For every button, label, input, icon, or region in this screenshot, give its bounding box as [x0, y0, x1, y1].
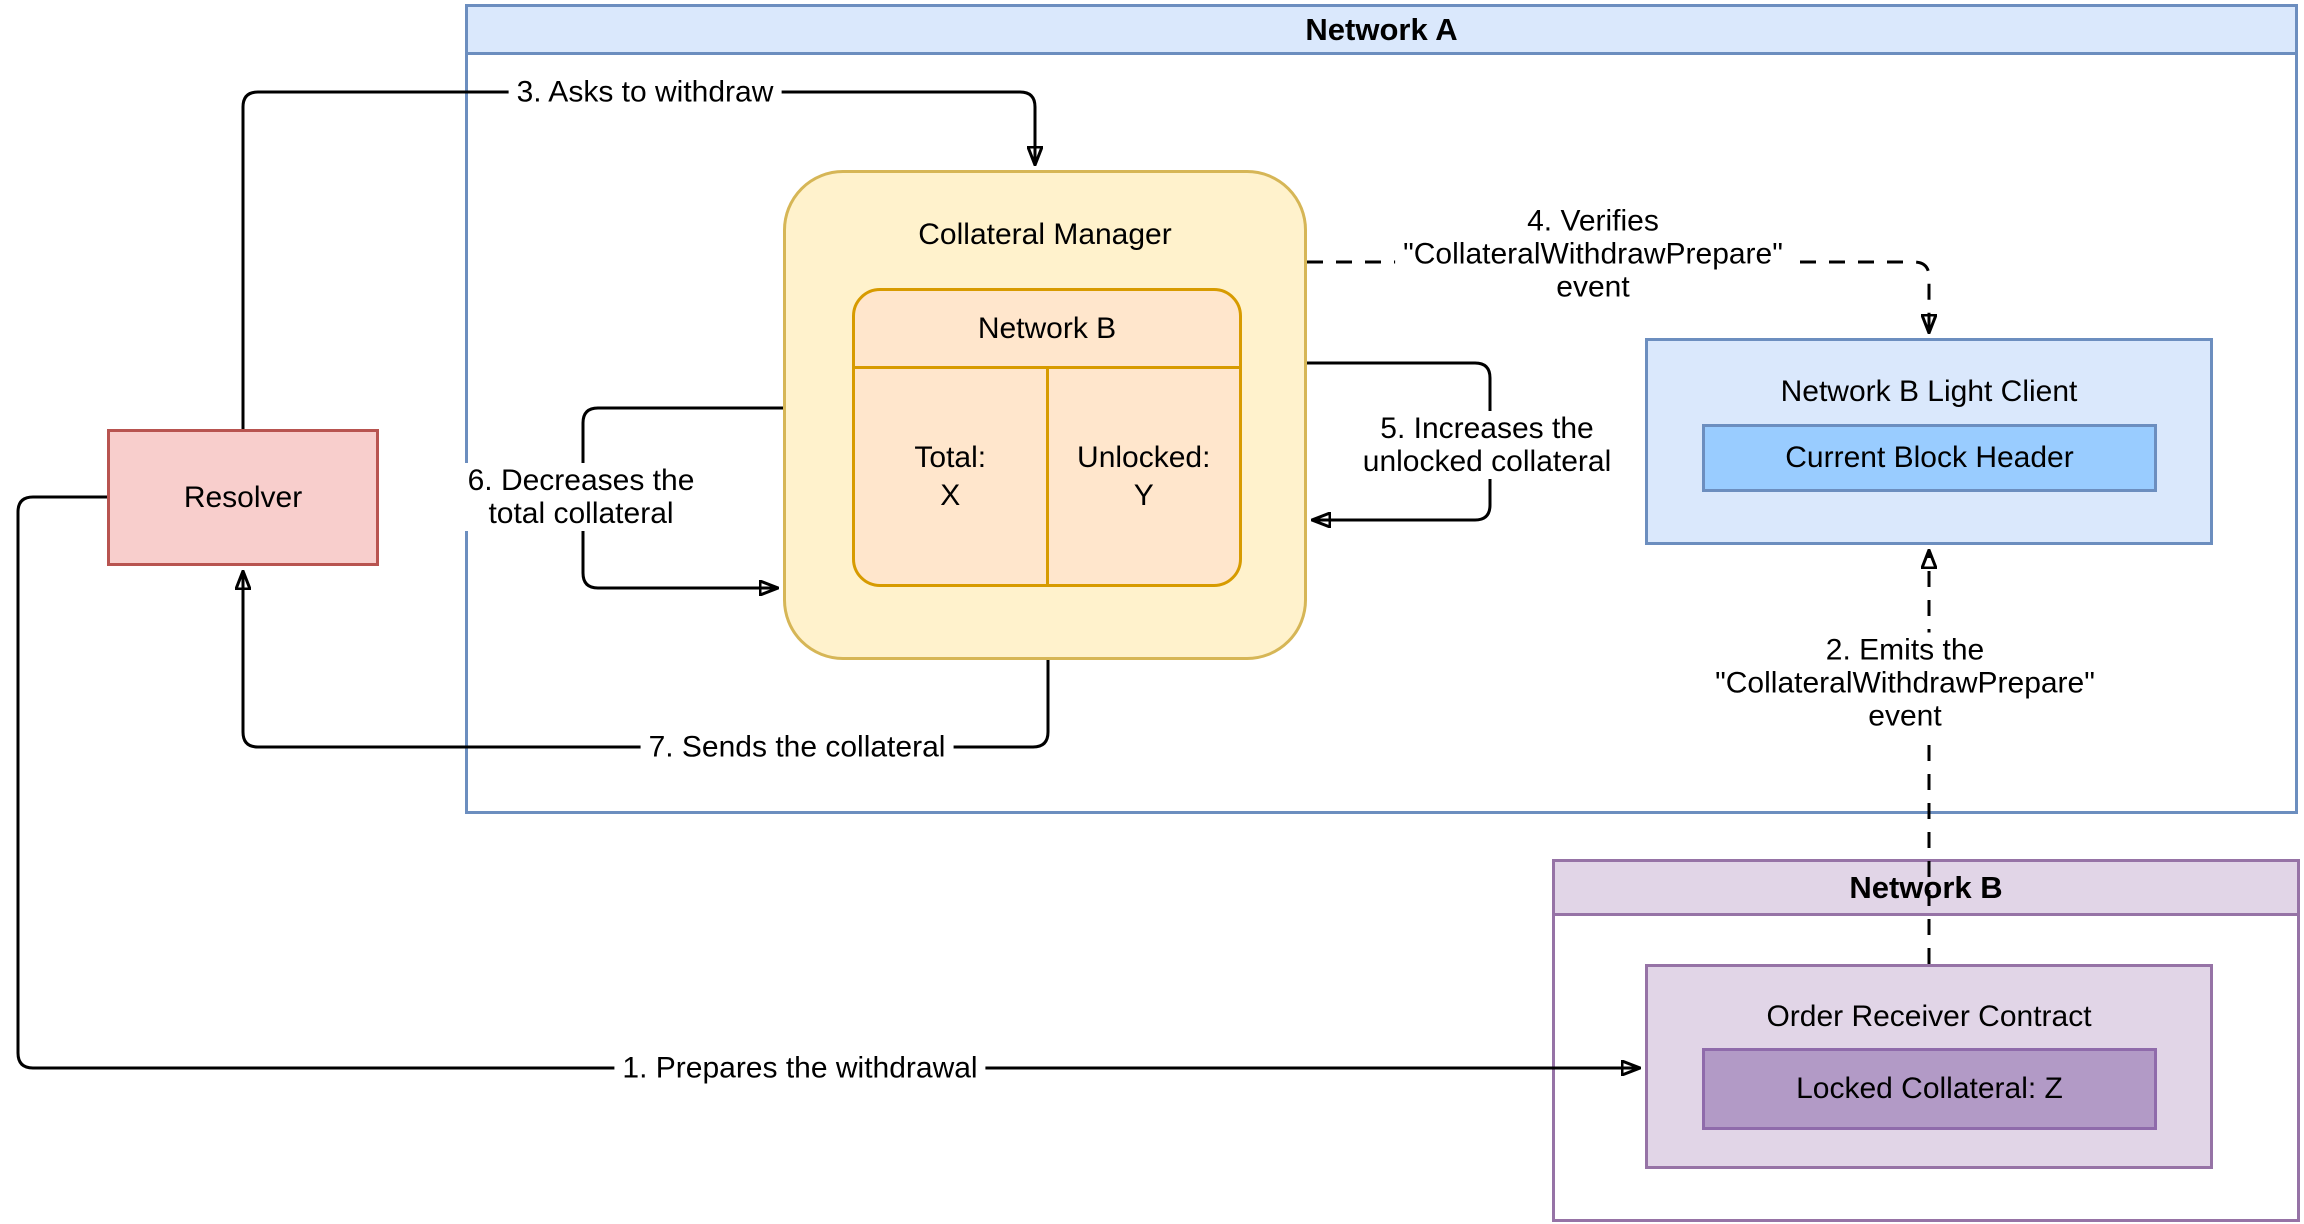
- network-a-header: Network A: [468, 7, 2295, 55]
- cm-cell-total: Total: X: [855, 369, 1046, 584]
- current-block-header-node: Current Block Header: [1702, 424, 2157, 492]
- edge-label-1-text: 1. Prepares the withdrawal: [622, 1051, 978, 1085]
- network-b-container: Network B: [1552, 859, 2300, 1222]
- edge-label-6: 6. Decreases the total collateral: [459, 463, 703, 531]
- cm-cell-unlocked-value: Y: [1133, 478, 1154, 512]
- network-a-title: Network A: [1305, 12, 1458, 47]
- cm-table-header-text: Network B: [977, 312, 1117, 345]
- cm-cell-unlocked: Unlocked: Y: [1045, 369, 1240, 584]
- edge-label-2-line1: 2. Emits the: [1825, 633, 1985, 667]
- edge-label-4-line2: "CollateralWithdrawPrepare": [1403, 237, 1783, 271]
- order-receiver-title-text: Order Receiver Contract: [1766, 1000, 2092, 1033]
- network-b-header: Network B: [1555, 862, 2297, 916]
- order-receiver-title: Order Receiver Contract: [1648, 999, 2210, 1035]
- locked-collateral-node: Locked Collateral: Z: [1702, 1048, 2157, 1130]
- cm-table-header: Network B: [855, 291, 1239, 369]
- edge-label-5-line1: 5. Increases the: [1380, 412, 1594, 445]
- edge-label-6-line2: total collateral: [488, 497, 674, 530]
- resolver-label: Resolver: [183, 480, 303, 514]
- edge-label-1: 1. Prepares the withdrawal: [614, 1050, 986, 1086]
- network-b-title: Network B: [1849, 870, 2003, 905]
- edge-label-4: 4. Verifies "CollateralWithdrawPrepare" …: [1395, 203, 1791, 305]
- edge-label-4-line3: event: [1556, 270, 1630, 304]
- light-client-title: Network B Light Client: [1648, 374, 2210, 410]
- cm-table-cells: Total: X Unlocked: Y: [855, 369, 1239, 584]
- resolver-node: Resolver: [107, 429, 379, 566]
- edge-label-2-line2: "CollateralWithdrawPrepare": [1715, 666, 2095, 700]
- cm-cell-total-label: Total:: [914, 440, 987, 474]
- collateral-manager-table: Network B Total: X Unlocked: Y: [852, 288, 1242, 587]
- locked-collateral-label: Locked Collateral: Z: [1796, 1072, 2063, 1105]
- edge-label-5-line2: unlocked collateral: [1362, 445, 1612, 478]
- edge-label-6-line1: 6. Decreases the: [467, 464, 695, 497]
- light-client-node: Network B Light Client Current Block Hea…: [1645, 338, 2213, 545]
- light-client-title-text: Network B Light Client: [1780, 375, 2078, 408]
- current-block-header-label: Current Block Header: [1785, 441, 2074, 474]
- cm-cell-unlocked-label: Unlocked:: [1077, 440, 1211, 474]
- collateral-manager-title: Collateral Manager: [786, 217, 1304, 253]
- cm-cell-total-value: X: [940, 478, 961, 512]
- edge-label-2: 2. Emits the "CollateralWithdrawPrepare"…: [1707, 632, 2103, 734]
- edge-label-3-text: 3. Asks to withdraw: [516, 75, 774, 109]
- collateral-manager-title-text: Collateral Manager: [918, 218, 1172, 251]
- edge-label-4-line1: 4. Verifies: [1527, 204, 1659, 238]
- edge-label-2-line3: event: [1868, 699, 1942, 733]
- collateral-manager-node: Collateral Manager Network B Total: X Un…: [783, 170, 1307, 660]
- edge-label-5: 5. Increases the unlocked collateral: [1354, 411, 1620, 479]
- edge-label-7-text: 7. Sends the collateral: [648, 730, 946, 764]
- order-receiver-node: Order Receiver Contract Locked Collatera…: [1645, 964, 2213, 1169]
- edge-label-7: 7. Sends the collateral: [640, 729, 954, 765]
- edge-label-3: 3. Asks to withdraw: [508, 74, 782, 110]
